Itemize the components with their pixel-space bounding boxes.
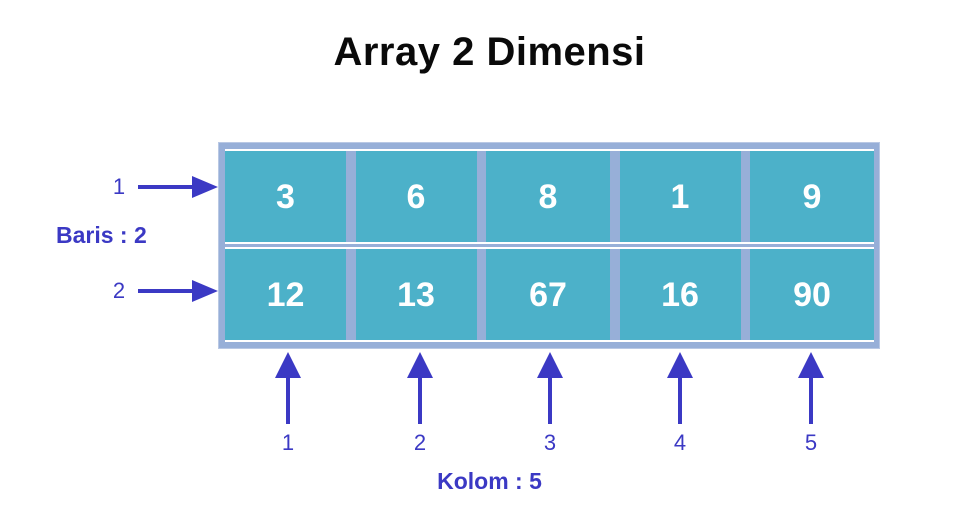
arrow-right-icon [138,176,224,198]
arrow-up-icon [275,352,301,424]
array-cell: 3 [225,151,346,242]
arrow-up-icon [407,352,433,424]
arrow-up-icon [798,352,824,424]
array-cell: 12 [225,249,346,340]
array-cell: 13 [355,249,477,340]
array-cell: 67 [486,249,610,340]
row-marker-1: 1 [108,172,224,202]
rows-count-label: Baris : 2 [56,222,147,248]
col-index-label: 1 [281,430,295,455]
col-index-label: 3 [543,430,557,455]
col-index-label: 4 [673,430,687,455]
array-cell: 90 [750,249,874,340]
cols-count-label: Kolom : 5 [437,468,542,494]
col-marker-3: 3 [530,352,570,454]
array-cell: 16 [619,249,741,340]
array-cell: 9 [750,151,874,242]
col-marker-4: 4 [660,352,700,454]
array-cell: 6 [355,151,477,242]
row-index-label: 1 [112,174,126,199]
table-row: 3 6 8 1 9 [225,149,874,244]
col-marker-2: 2 [400,352,440,454]
array-cell: 8 [486,151,610,242]
page-title: Array 2 Dimensi [333,30,646,74]
col-index-label: 2 [413,430,427,455]
arrow-up-icon [667,352,693,424]
col-index-label: 5 [804,430,818,455]
arrow-right-icon [138,280,224,302]
arrow-up-icon [537,352,563,424]
row-marker-2: 2 [108,276,224,306]
array-cell: 1 [619,151,741,242]
array-grid: 3 6 8 1 9 12 13 67 16 90 [218,142,880,349]
col-marker-5: 5 [791,352,831,454]
col-marker-1: 1 [268,352,308,454]
row-index-label: 2 [112,278,126,303]
table-row: 12 13 67 16 90 [225,247,874,342]
